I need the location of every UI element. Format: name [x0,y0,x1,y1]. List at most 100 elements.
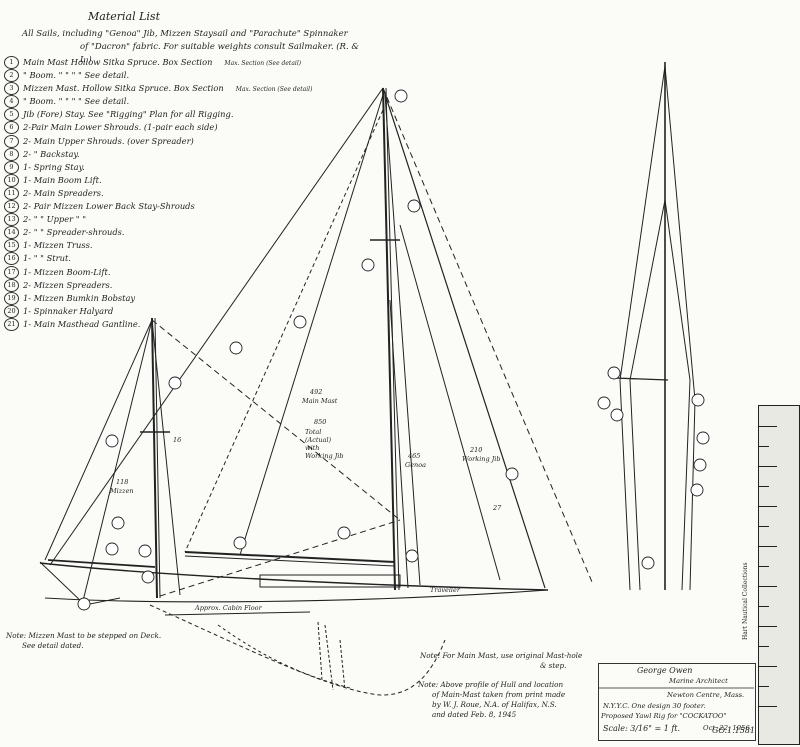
item-number: 8 [4,147,19,161]
list-item: 8 2- " Backstay. [4,147,384,161]
genoa-leech [384,94,421,586]
traveller-label: Traveller [430,586,460,594]
front-view-spreader [614,377,669,381]
project-title: Proposed Yawl Rig for "COCKATOO" [601,712,727,720]
item-text: 2- " Backstay. [23,148,80,159]
item-number: 3 [4,82,19,96]
item-number: 2 [4,69,19,83]
jib-forestay [382,87,546,589]
ruler-tick [759,486,769,487]
item-text: 1- Mizzen Truss. [23,240,93,251]
dimension-27: 27 [493,504,502,512]
item-number: 19 [4,291,19,305]
item-number: 6 [4,121,19,135]
item-note: Max. Section (See detail) [224,60,302,67]
callout-4 [105,542,119,556]
item-number: 15 [4,239,19,253]
main-boom-lift [184,109,384,553]
jib-area: 210 [470,446,483,454]
item-text: 1- Mizzen Boom-Lift. [23,266,111,277]
mainmast-step-note: Note: For Main Mast, use original Mast-h… [420,651,582,671]
ruler-tick [759,666,777,667]
cabin-floor-label: Approx. Cabin Floor [195,604,262,612]
mizzen-area: 118 [116,478,129,486]
drawing-scale: Scale: 3/16" = 1 ft. [603,724,681,733]
callout-f8 [610,408,624,422]
profile-note-line-2: of Main-Mast taken from print made [432,690,566,699]
main-boom [184,551,396,563]
callout-1 [361,258,375,272]
material-list-title: Material List [88,10,160,23]
callout-21 [394,89,408,103]
mizzen-backstay [81,319,153,606]
main-mast [382,87,396,591]
ruler-tick [759,426,777,427]
item-text: 1- Main Masthead Gantline. [23,318,141,329]
item-text: Jib (Fore) Stay. See "Rigging" Plan for … [23,109,234,120]
mizzen-boom [47,559,156,568]
callout-f13 [693,458,707,472]
list-item: 12 2- Pair Mizzen Lower Back Stay-Shrouds [4,200,384,214]
callout-f6 [641,556,655,570]
item-number: 4 [4,95,19,109]
intro-line-1: All Sails, including "Genoa" Jib, Mizzen… [22,29,348,39]
profile-note-line-4: and dated Feb. 8, 1945 [432,710,517,719]
rudder-detail [317,621,346,691]
callout-13 [111,516,125,530]
mizzen-shroud [151,319,181,596]
item-number: 1 [4,56,19,69]
catalog-number: GO.1.1581 [712,726,756,735]
callout-18 [168,376,182,390]
mizzen-leech [44,319,153,561]
item-text: 2- Main Spreaders. [23,187,104,198]
item-note: Max. Section (See detail) [235,86,313,94]
intro-line-2: of "Dacron" fabric. For suitable weights… [80,42,359,65]
item-number: 9 [4,160,19,174]
cabin-floor [164,611,311,616]
item-number: 18 [4,278,19,292]
front-view-sail-left [619,65,666,591]
ruler-tick [759,466,777,467]
ruler-tick [759,646,769,647]
architect-name: George Owen [637,666,693,675]
ruler-tick [759,566,769,567]
scale-ruler [758,405,800,745]
item-number: 5 [4,108,19,122]
callout-17 [105,434,119,448]
item-text: " Boom. " " " " See detail. [23,70,130,81]
mizzen-note-line-1: Note: Mizzen Mast to be stepped on Deck. [6,631,162,640]
callout-12 [138,544,152,558]
callout-2 [233,536,247,550]
genoa-label: Genoa [405,461,427,469]
item-text: Mizzen Mast. Hollow Sitka Spruce. Box Se… [23,83,224,94]
item-text: 1- Spinnaker Halyard [23,305,114,316]
item-number: 7 [4,134,19,148]
hull-lower-keel [217,624,351,689]
item-text: 2- Mizzen Spreaders. [23,279,113,290]
list-item: 15 1- Mizzen Truss. [4,239,384,253]
mizzen-note-line-2: See detail dated. [22,641,84,650]
ruler-tick [759,446,769,447]
cabin-house [259,574,401,588]
item-number: 16 [4,252,19,266]
item-text: 2- Pair Mizzen Lower Back Stay-Shrouds [23,201,195,212]
main-backstay [49,87,384,566]
callout-5 [505,467,519,481]
material-list-intro: All Sails, including "Genoa" Jib, Mizzen… [22,28,362,67]
list-item: 3 Mizzen Mast. Hollow Sitka Spruce. Box S… [4,82,384,96]
callout-3 [337,526,351,540]
ruler-tick [759,526,769,527]
front-view-sail-right [664,65,696,591]
item-text: 1- Main Boom Lift. [23,174,102,185]
item-number: 12 [4,200,19,214]
